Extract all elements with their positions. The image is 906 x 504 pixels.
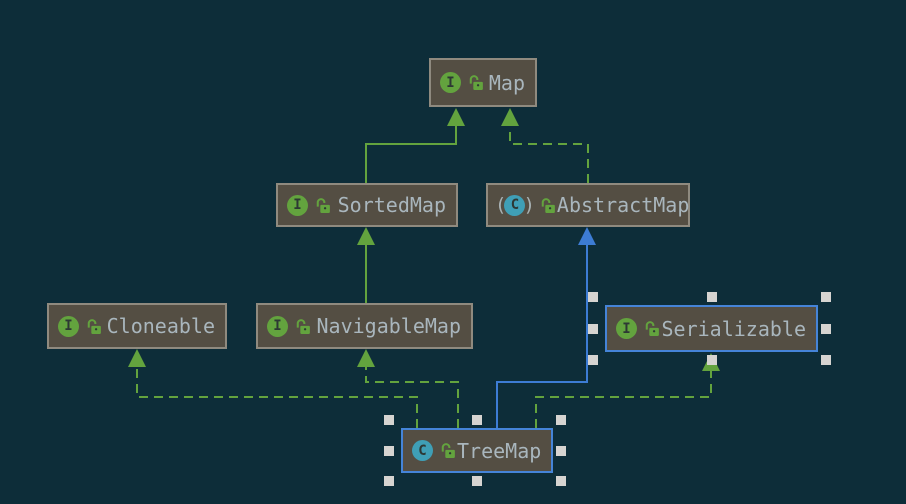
node-type-icons: I — [616, 318, 661, 339]
selection-handle[interactable] — [706, 355, 717, 365]
class-icon: C — [412, 440, 433, 461]
node-type-icons: I — [440, 72, 485, 93]
node-type-icons: C — [412, 440, 457, 461]
node-label: AbstractMap — [556, 193, 690, 217]
edge-treemap-navigablemap-implements[interactable] — [365, 366, 459, 428]
interface-node-map[interactable]: I Map — [429, 58, 537, 107]
selection-handle[interactable] — [556, 445, 566, 456]
selection-handle[interactable] — [472, 415, 482, 425]
unlocked-padlock-icon — [541, 197, 555, 213]
selection-handle[interactable] — [384, 476, 394, 486]
node-label: NavigableMap — [316, 314, 462, 338]
node-type-icons: I — [267, 315, 312, 337]
edge-abstractmap-map-implements[interactable] — [509, 125, 589, 183]
node-label: SortedMap — [337, 193, 446, 217]
unlocked-padlock-icon — [469, 75, 483, 90]
node-type-icons: (C) — [495, 193, 557, 216]
node-type-icons: I — [58, 315, 103, 337]
inheritance-arrowhead-icon — [578, 227, 596, 245]
inheritance-arrowhead-icon — [128, 349, 146, 367]
interface-node-sortedmap[interactable]: I SortedMap — [276, 183, 458, 227]
unlocked-padlock-icon — [441, 443, 455, 458]
interface-icon: I — [616, 318, 637, 339]
selection-handle[interactable] — [588, 355, 598, 365]
unlocked-padlock-icon — [645, 321, 659, 336]
interface-icon: I — [267, 315, 288, 337]
edge-treemap-cloneable-implements[interactable] — [136, 366, 418, 428]
node-label: Serializable — [661, 316, 807, 341]
inheritance-arrowhead-icon — [357, 349, 375, 367]
selection-handle[interactable] — [821, 355, 831, 365]
interface-node-cloneable[interactable]: I Cloneable — [47, 303, 227, 349]
node-label: Map — [488, 70, 525, 95]
selection-handle[interactable] — [821, 323, 831, 334]
selection-handle[interactable] — [472, 476, 482, 486]
inheritance-arrowhead-icon — [357, 227, 375, 245]
inheritance-arrowhead-icon — [447, 108, 465, 126]
unlocked-padlock-icon — [316, 197, 330, 213]
selection-handle[interactable] — [588, 292, 598, 302]
interface-node-serializable[interactable]: I Serializable — [605, 305, 818, 352]
unlocked-padlock-icon — [296, 318, 310, 334]
abstract-paren-left: ( — [495, 193, 507, 216]
interface-icon: I — [440, 72, 461, 93]
edge-treemap-abstractmap-extends[interactable] — [496, 244, 588, 428]
interface-icon: I — [58, 315, 79, 337]
edge-treemap-serializable-implements[interactable] — [535, 370, 712, 428]
selection-handle[interactable] — [556, 476, 566, 486]
class-node-treemap[interactable]: C TreeMap — [401, 428, 553, 473]
selection-handle[interactable] — [384, 445, 394, 456]
selection-handle[interactable] — [556, 415, 566, 425]
selection-handle[interactable] — [706, 292, 717, 302]
node-label: TreeMap — [457, 438, 542, 463]
abstract-class-icon: C — [504, 194, 526, 216]
abstract-paren-right: ) — [523, 193, 535, 216]
interface-node-navigablemap[interactable]: I NavigableMap — [256, 303, 473, 349]
edge-sortedmap-map-extends[interactable] — [365, 125, 457, 183]
selection-handle[interactable] — [384, 415, 394, 425]
class-node-abstractmap[interactable]: (C)AbstractMap — [486, 183, 690, 227]
node-type-icons: I — [287, 194, 332, 216]
inheritance-arrowhead-icon — [501, 108, 519, 126]
selection-handle[interactable] — [588, 323, 598, 334]
selection-handle[interactable] — [821, 292, 831, 302]
unlocked-padlock-icon — [87, 318, 101, 334]
interface-icon: I — [287, 194, 308, 216]
node-label: Cloneable — [106, 314, 215, 338]
